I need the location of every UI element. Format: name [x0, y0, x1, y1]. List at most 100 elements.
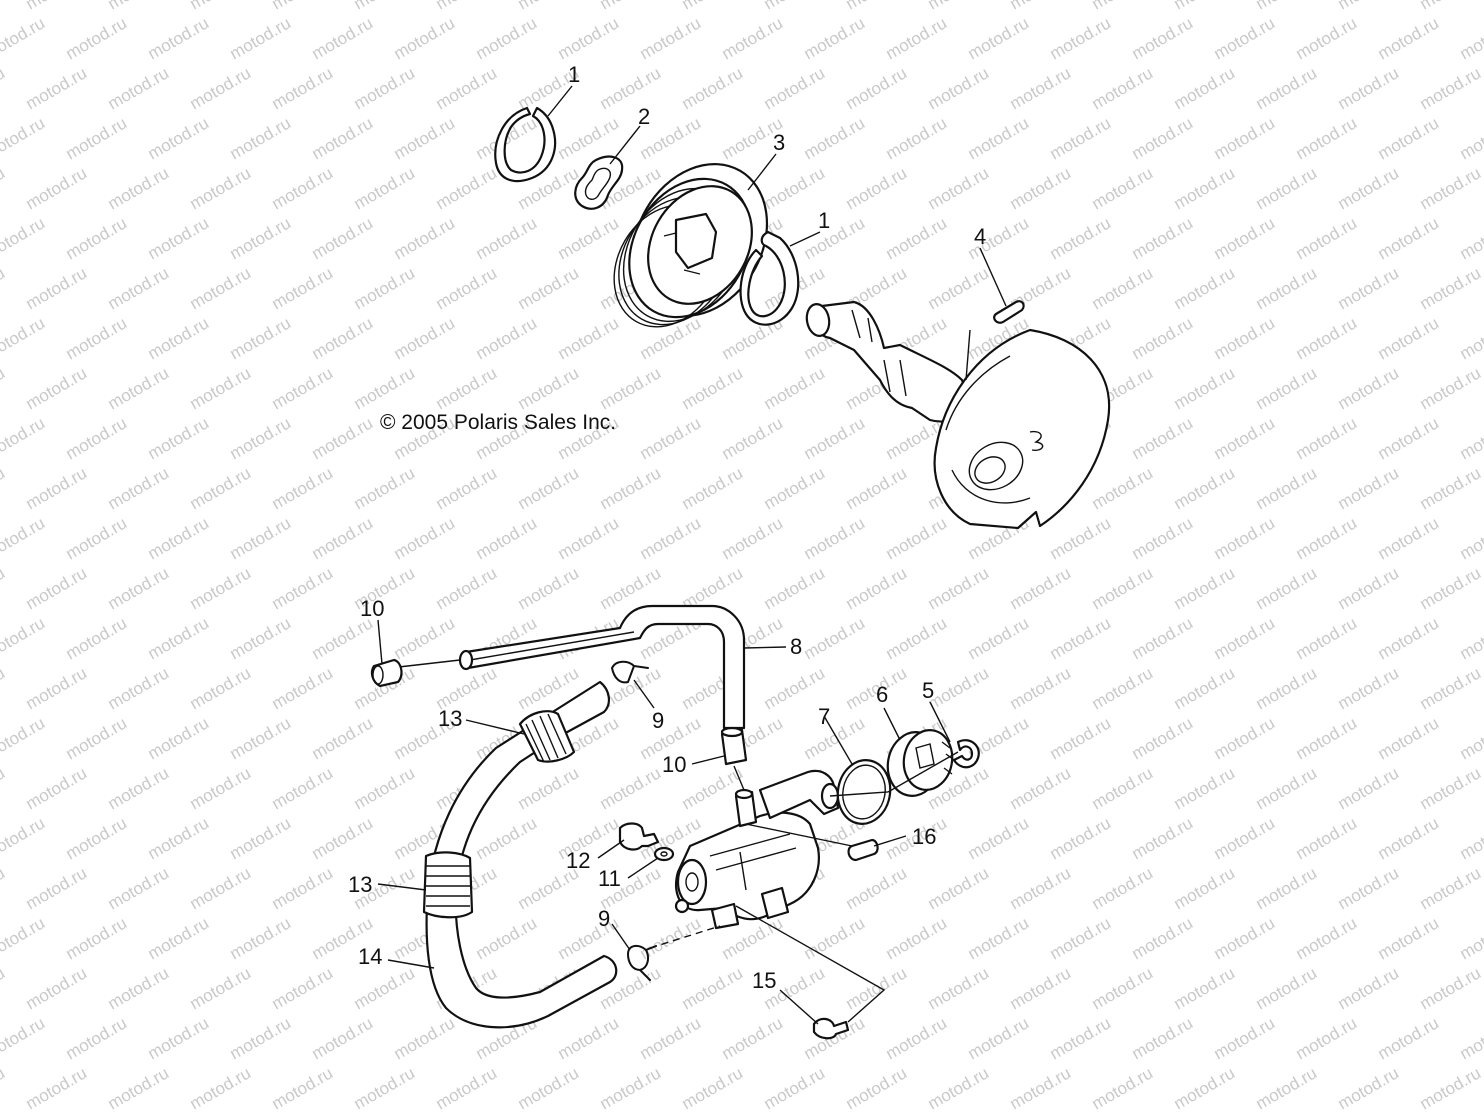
watermark-text: motod.ru [0, 263, 8, 313]
hose-sleeve-part-13-upper [518, 710, 576, 763]
watermark-text: motod.ru [1089, 963, 1157, 1013]
drive-gear-part-6 [886, 729, 955, 797]
watermark-text: motod.ru [1457, 13, 1484, 63]
watermark-text: motod.ru [187, 463, 255, 513]
watermark-text: motod.ru [1293, 713, 1361, 763]
watermark-text: motod.ru [1129, 13, 1197, 63]
watermark-text: motod.ru [105, 1063, 173, 1113]
watermark-text: motod.ru [63, 813, 131, 863]
watermark-text: motod.ru [391, 313, 459, 363]
drive-pulley-part-3 [613, 162, 769, 328]
watermark-text: motod.ru [1171, 0, 1239, 13]
watermark-text: motod.ru [351, 363, 419, 413]
watermark-text: motod.ru [309, 413, 377, 463]
watermark-text: motod.ru [843, 163, 911, 213]
watermark-text: motod.ru [1089, 463, 1157, 513]
watermark-text: motod.ru [23, 0, 91, 13]
watermark-text: motod.ru [1457, 213, 1484, 263]
watermark-text: motod.ru [1047, 613, 1115, 663]
watermark-text: motod.ru [105, 163, 173, 213]
watermark-text: motod.ru [105, 463, 173, 513]
watermark-text: motod.ru [0, 813, 48, 863]
watermark-text: motod.ru [269, 963, 337, 1013]
watermark-text: motod.ru [637, 413, 705, 463]
watermark-text: motod.ru [0, 413, 48, 463]
crankshaft-flywheel [805, 300, 1111, 530]
watermark-text: motod.ru [1007, 1063, 1075, 1113]
watermark-text: motod.ru [1007, 163, 1075, 213]
watermark-text: motod.ru [679, 463, 747, 513]
hose-sleeve-part-13-lower [422, 851, 474, 919]
watermark-text: motod.ru [1417, 963, 1484, 1013]
watermark-text: motod.ru [1335, 63, 1403, 113]
callout-labels: 1 2 3 1 4 10 8 9 13 10 7 6 5 16 12 11 13… [348, 62, 986, 993]
callout-5: 5 [922, 678, 934, 703]
watermark-text: motod.ru [965, 813, 1033, 863]
watermark-text: motod.ru [145, 713, 213, 763]
watermark-text: motod.ru [1335, 763, 1403, 813]
watermark-text: motod.ru [843, 563, 911, 613]
watermark-text: motod.ru [473, 813, 541, 863]
watermark-text: motod.ru [433, 363, 501, 413]
watermark-text: motod.ru [801, 413, 869, 463]
watermark-text: motod.ru [0, 113, 48, 163]
watermark-text: motod.ru [1253, 563, 1321, 613]
watermark-text: motod.ru [105, 663, 173, 713]
watermark-text: motod.ru [23, 963, 91, 1013]
watermark-text: motod.ru [597, 1063, 665, 1113]
watermark-text: motod.ru [1457, 713, 1484, 763]
watermark-text: motod.ru [1417, 863, 1484, 913]
watermark-text: motod.ru [0, 763, 8, 813]
watermark-text: motod.ru [1375, 513, 1443, 563]
watermark-text: motod.ru [1211, 313, 1279, 363]
watermark-text: motod.ru [23, 163, 91, 213]
watermark-text: motod.ru [925, 163, 993, 213]
watermark-text: motod.ru [515, 1063, 583, 1113]
watermark-text: motod.ru [1417, 0, 1484, 13]
watermark-text: motod.ru [843, 0, 911, 13]
watermark-text: motod.ru [1089, 863, 1157, 913]
watermark-text: motod.ru [23, 563, 91, 613]
watermark-text: motod.ru [473, 913, 541, 963]
watermark-text: motod.ru [719, 1013, 787, 1063]
watermark-text: motod.ru [63, 713, 131, 763]
assembly-lines [649, 751, 959, 1023]
watermark-text: motod.ru [105, 263, 173, 313]
watermark-text: motod.ru [1335, 663, 1403, 713]
watermark-text: motod.ru [391, 13, 459, 63]
watermark-text: motod.ru [1293, 813, 1361, 863]
callout-9-lower: 9 [598, 906, 610, 931]
watermark-text: motod.ru [1211, 13, 1279, 63]
watermark-text: motod.ru [473, 313, 541, 363]
watermark-text: motod.ru [1047, 913, 1115, 963]
watermark-text: motod.ru [555, 313, 623, 363]
watermark-text: motod.ru [1293, 213, 1361, 263]
watermark-text: motod.ru [105, 863, 173, 913]
watermark-text: motod.ru [63, 513, 131, 563]
watermark-text: motod.ru [187, 1063, 255, 1113]
watermark-text: motod.ru [719, 413, 787, 463]
watermark-text: motod.ru [269, 0, 337, 13]
watermark-text: motod.ru [761, 0, 829, 13]
watermark-text: motod.ru [269, 363, 337, 413]
watermark-text: motod.ru [1457, 513, 1484, 563]
watermark-text: motod.ru [883, 613, 951, 663]
watermark-text: motod.ru [1417, 1063, 1484, 1113]
watermark-text: motod.ru [187, 563, 255, 613]
watermark-text: motod.ru [63, 913, 131, 963]
pin-part-4 [993, 300, 1025, 324]
watermark-text: motod.ru [0, 963, 8, 1013]
watermark-text: motod.ru [1129, 913, 1197, 963]
watermark-text: motod.ru [515, 463, 583, 513]
watermark-text: motod.ru [1335, 163, 1403, 213]
watermark-text: motod.ru [843, 963, 911, 1013]
watermark-text: motod.ru [145, 913, 213, 963]
watermark-text: motod.ru [269, 863, 337, 913]
watermark-text: motod.ru [269, 763, 337, 813]
watermark-text: motod.ru [515, 563, 583, 613]
watermark-text: motod.ru [1375, 713, 1443, 763]
watermark-text: motod.ru [555, 13, 623, 63]
watermark-text: motod.ru [597, 63, 665, 113]
watermark-text: motod.ru [883, 213, 951, 263]
watermark-text: motod.ru [351, 463, 419, 513]
